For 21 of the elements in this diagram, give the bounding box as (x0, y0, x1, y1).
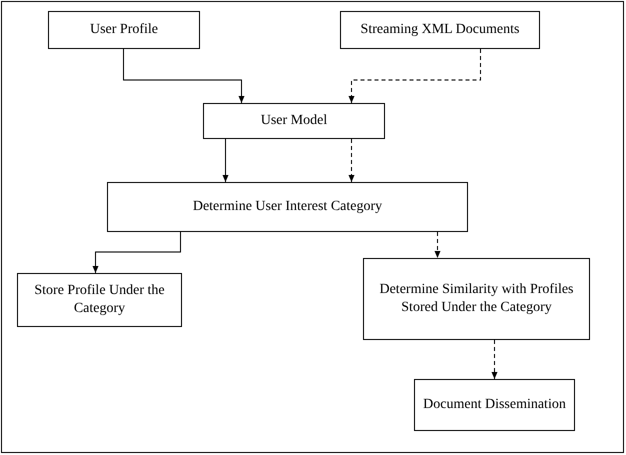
box-label: Store Profile Under the Category (33, 282, 166, 318)
box-label: User Model (260, 112, 328, 130)
box-label: Determine Similarity with Profiles Stored Under the Category (378, 281, 575, 317)
process-box (107, 182, 468, 232)
box-label: Streaming XML Documents (360, 21, 520, 39)
arrow (492, 340, 498, 380)
arrow (434, 232, 440, 258)
arrow (123, 48, 244, 104)
arrow (222, 138, 228, 182)
box-label: Determine User Interest Category (192, 198, 382, 216)
arrow (348, 48, 481, 104)
process-box (414, 379, 575, 431)
arrow (92, 232, 181, 274)
process-box (17, 273, 182, 327)
process-box (363, 258, 590, 340)
box-label: User Profile (90, 21, 158, 39)
process-box (340, 11, 540, 49)
process-box (203, 103, 385, 139)
process-box (48, 11, 200, 49)
arrow (348, 138, 354, 182)
box-label: Document Dissemination (423, 396, 566, 414)
